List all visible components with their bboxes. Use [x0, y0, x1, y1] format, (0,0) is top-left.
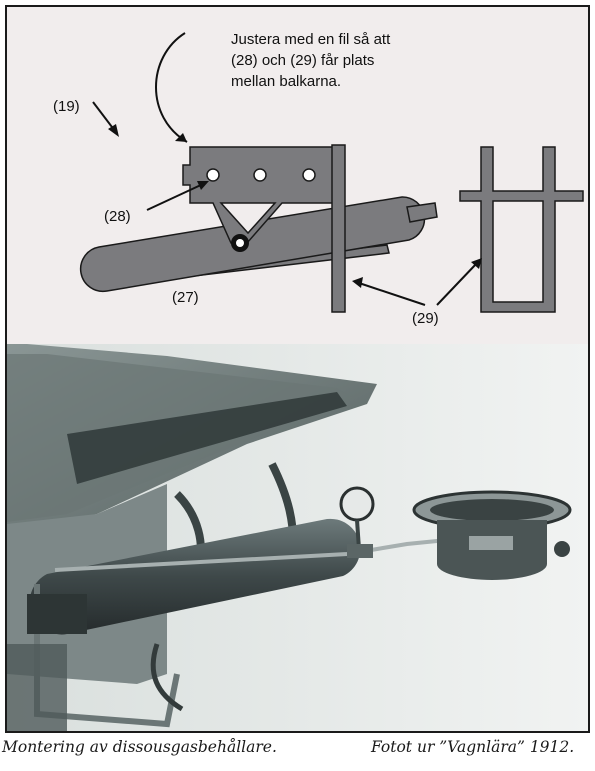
arrow-29-left — [358, 282, 426, 306]
valve-block — [347, 544, 373, 558]
note-line-3: mellan balkarna. — [231, 73, 341, 90]
bracket-pin-center — [236, 239, 244, 247]
arrow-28-head — [197, 181, 209, 190]
label-29: (29) — [412, 310, 439, 327]
beam-29 — [331, 144, 346, 313]
lower-left-part — [7, 644, 67, 731]
lamp-opening — [430, 499, 554, 521]
photo-gas-tank — [29, 518, 361, 635]
lamp-knob — [554, 541, 570, 557]
lamp-plate — [469, 536, 513, 550]
caption-right: Fotot ur ”Vagnlära” 1912. — [371, 738, 575, 756]
historical-photo — [7, 344, 588, 731]
bracket-hole-2 — [253, 168, 267, 182]
label-28: (28) — [104, 208, 131, 225]
bracket-hole-1 — [206, 168, 220, 182]
label-19: (19) — [53, 98, 80, 115]
tank-end-fitting — [27, 594, 87, 634]
arrow-29-right-head — [471, 258, 482, 269]
arrow-28 — [146, 183, 204, 211]
note-arrow-head — [175, 133, 187, 142]
photo-svg — [7, 344, 588, 731]
label-27: (27) — [172, 289, 199, 306]
caption-left: Montering av dissousgasbehållare. — [2, 738, 277, 756]
note-arrow — [155, 32, 188, 143]
arrow-19-head — [108, 124, 119, 137]
channel-profile-29 — [459, 146, 584, 313]
bracket-hole-3 — [302, 168, 316, 182]
pressure-gauge — [339, 486, 375, 522]
bracket-cutout — [219, 202, 277, 235]
wagon-beam-shadow — [67, 392, 347, 484]
arrow-29-right — [436, 262, 478, 306]
arrow-19 — [92, 101, 116, 132]
technical-diagram: Justera med en fil så att (28) och (29) … — [7, 7, 588, 344]
photo-pipe — [54, 538, 448, 572]
note-line-1: Justera med en fil så att — [231, 31, 391, 48]
diagram-svg: Justera med en fil så att (28) och (29) … — [53, 31, 584, 327]
hose — [150, 643, 184, 712]
note-line-2: (28) och (29) får plats — [231, 52, 374, 69]
tank-valve — [406, 202, 438, 223]
arrow-29-left-head — [352, 277, 363, 288]
